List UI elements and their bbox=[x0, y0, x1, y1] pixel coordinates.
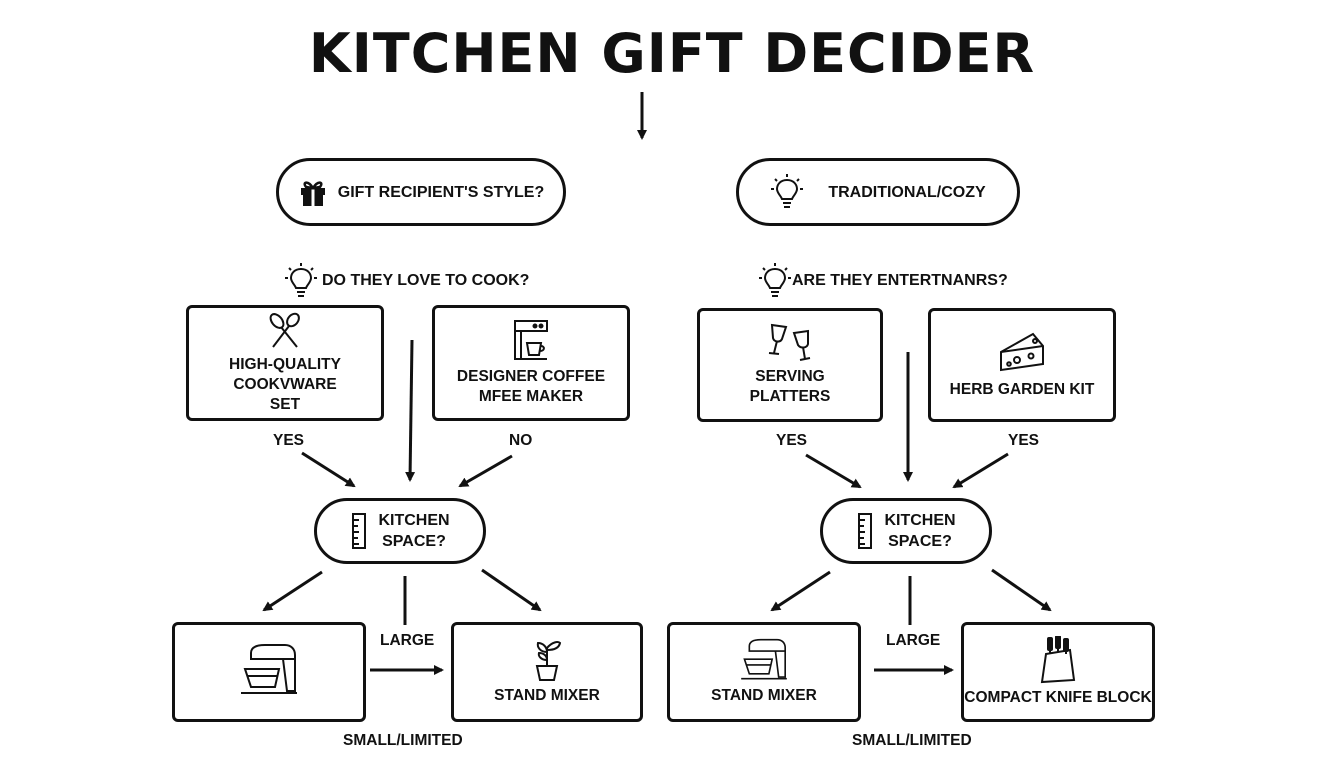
left-question-label: DO THEY LOVE TO COOK? bbox=[322, 272, 530, 289]
right-result-b-box: COMPACT KNIFE BLOCK bbox=[961, 622, 1155, 722]
left-decision-node: KITCHEN SPACE? bbox=[314, 498, 486, 564]
right-result-a-label: STAND MIXER bbox=[711, 687, 817, 704]
left-edge-no: NO bbox=[509, 432, 533, 449]
stand-mixer-icon bbox=[239, 643, 299, 697]
right-result-b-label: COMPACT KNIFE BLOCK bbox=[964, 689, 1152, 706]
left-edge-large: LARGE bbox=[380, 632, 435, 649]
arrow-right-yes-a bbox=[805, 453, 862, 489]
ruler-icon bbox=[350, 513, 368, 549]
gift-icon bbox=[298, 177, 328, 207]
right-option-b-label: HERB GARDEN KIT bbox=[949, 381, 1095, 398]
coffee-machine-icon bbox=[511, 319, 551, 363]
right-edge-yes-a: YES bbox=[776, 432, 808, 449]
arrow-right-yes-b bbox=[952, 452, 1009, 489]
potted-plant-icon bbox=[530, 638, 564, 682]
left-option-b-box: DESIGNER COFFEE MFEE MAKER bbox=[432, 305, 630, 421]
left-start-label: GIFT RECIPIENT'S STYLE? bbox=[337, 183, 545, 201]
right-start-label: TRADITIONAL/COZY bbox=[828, 183, 986, 201]
left-result-a-box bbox=[172, 622, 366, 722]
arrow-left-yes bbox=[301, 451, 356, 488]
left-start-node: GIFT RECIPIENT'S STYLE? bbox=[276, 158, 566, 226]
knife-block-icon bbox=[1038, 636, 1078, 684]
left-option-a-label: HIGH-QUALITY COOKVWARE SET bbox=[229, 356, 341, 413]
right-decision-node: KITCHEN SPACE? bbox=[820, 498, 992, 564]
arrow-right-small bbox=[770, 570, 831, 612]
left-option-a-box: HIGH-QUALITY COOKVWARE SET bbox=[186, 305, 384, 421]
arrow-left-center-down bbox=[405, 339, 416, 482]
whisk-spoon-icon bbox=[265, 311, 305, 351]
left-edge-small: SMALL/LIMITED bbox=[343, 732, 463, 749]
right-option-b-box: HERB GARDEN KIT bbox=[928, 308, 1116, 422]
right-edge-small: SMALL/LIMITED bbox=[852, 732, 972, 749]
right-edge-yes-b: YES bbox=[1008, 432, 1040, 449]
cheese-icon bbox=[997, 330, 1047, 376]
arrow-left-small bbox=[262, 570, 323, 612]
right-question: ARE THEY ENTERTNANRS? bbox=[758, 262, 1008, 300]
ruler-icon bbox=[856, 513, 874, 549]
wine-glasses-icon bbox=[766, 323, 814, 363]
arrow-left-large bbox=[481, 568, 542, 612]
stand-mixer-icon bbox=[739, 638, 789, 682]
right-start-node: TRADITIONAL/COZY bbox=[736, 158, 1020, 226]
left-option-b-label: DESIGNER COFFEE MFEE MAKER bbox=[456, 368, 606, 405]
left-result-b-label: STAND MIXER bbox=[494, 687, 600, 704]
left-edge-yes: YES bbox=[273, 432, 305, 449]
right-question-label: ARE THEY ENTERTNANRS? bbox=[792, 272, 1008, 289]
right-option-a-box: SERVING PLATTERS bbox=[697, 308, 883, 422]
right-decision-label: KITCHEN SPACE? bbox=[884, 512, 956, 550]
page-title: KITCHEN GIFT DECIDER bbox=[308, 22, 1036, 85]
arrow-right-large bbox=[991, 568, 1052, 612]
right-edge-large: LARGE bbox=[886, 632, 941, 649]
lightbulb-icon bbox=[284, 262, 318, 300]
left-question: DO THEY LOVE TO COOK? bbox=[284, 262, 529, 300]
left-decision-label: KITCHEN SPACE? bbox=[378, 512, 450, 550]
right-result-a-box: STAND MIXER bbox=[667, 622, 861, 722]
lightbulb-icon bbox=[758, 262, 792, 300]
lightbulb-icon bbox=[770, 173, 804, 211]
left-result-b-box: STAND MIXER bbox=[451, 622, 643, 722]
arrow-left-no bbox=[458, 454, 513, 488]
right-option-a-label: SERVING PLATTERS bbox=[749, 368, 831, 405]
